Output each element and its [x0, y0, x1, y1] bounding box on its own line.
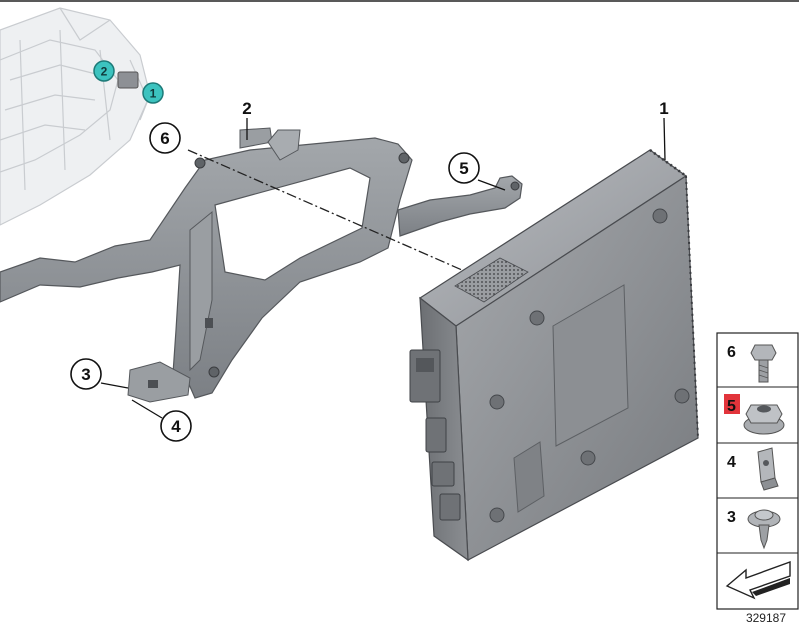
screw-icon: [747, 509, 781, 550]
car-body-illustration: [0, 7, 151, 226]
legend-6-label: 6: [727, 344, 736, 361]
assembly-line: [187, 149, 463, 271]
legend-5-highlight: [724, 394, 740, 414]
legend-5-label: 5: [727, 398, 736, 415]
location-callout-1: 1: [142, 82, 164, 104]
location-callout-1-label: 1: [150, 87, 157, 101]
location-callout-2: 2: [93, 60, 115, 82]
callout-6-label: 6: [160, 129, 169, 148]
legend-3-label: 3: [727, 509, 736, 526]
callout-5: 5: [448, 152, 480, 184]
arrow-icon: [725, 561, 791, 600]
legend-panel: 6 5 4 3: [716, 332, 799, 610]
callout-2: 2: [242, 99, 251, 118]
callout-3-label: 3: [81, 365, 90, 384]
clip-nut-icon: [757, 447, 779, 491]
callout-4-label: 4: [171, 417, 181, 436]
callout-6: 6: [149, 122, 181, 154]
module-location-marker: [117, 71, 139, 89]
legend-4-label: 4: [727, 454, 736, 471]
control-module: [409, 148, 699, 562]
callout-1: 1: [659, 99, 668, 118]
callout-4: 4: [160, 410, 192, 442]
location-callout-2-label: 2: [101, 65, 108, 79]
hex-nut-icon: [743, 404, 785, 435]
diagram-id: 329187: [746, 611, 786, 625]
leader-lines: [100, 117, 666, 419]
bolt-icon: [750, 344, 777, 383]
callout-3: 3: [70, 358, 102, 390]
callout-5-label: 5: [459, 159, 468, 178]
